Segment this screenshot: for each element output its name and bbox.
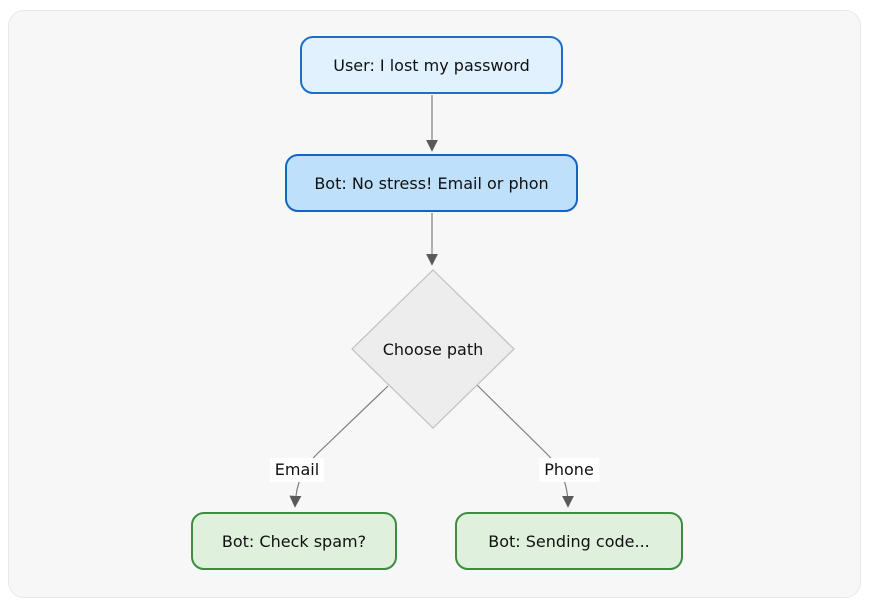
edge-label-email: Email: [269, 458, 325, 482]
edge-label-phone: Phone: [539, 458, 599, 482]
node-phone-result: Bot: Sending code...: [455, 512, 683, 570]
node-email-result-label: Bot: Check spam?: [221, 531, 367, 551]
node-user-message: User: I lost my password: [300, 36, 563, 94]
edge-label-phone-text: Phone: [544, 460, 594, 479]
node-email-result: Bot: Check spam?: [191, 512, 397, 570]
node-decision-label: Choose path: [382, 339, 484, 359]
node-bot-reply-label: Bot: No stress! Email or phon: [314, 173, 549, 193]
node-bot-reply: Bot: No stress! Email or phon: [285, 154, 578, 212]
edge-label-email-text: Email: [274, 460, 320, 479]
node-decision: Choose path: [352, 270, 514, 428]
node-user-label: User: I lost my password: [333, 55, 530, 75]
node-phone-result-label: Bot: Sending code...: [488, 531, 650, 551]
